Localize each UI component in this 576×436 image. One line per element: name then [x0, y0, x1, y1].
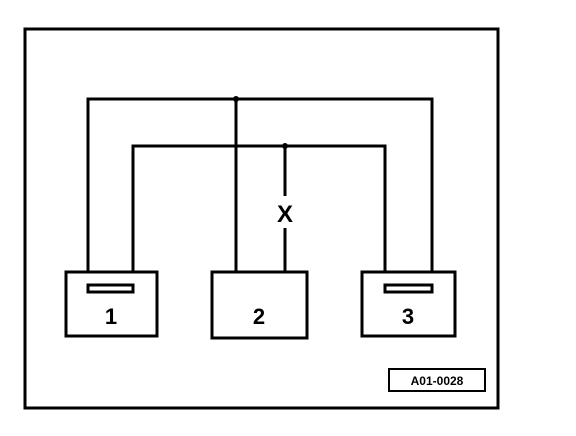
measurement-junction — [282, 143, 288, 149]
unit-1-label: 1 — [105, 304, 117, 329]
unit-3-label: 3 — [402, 304, 414, 329]
inner-wire — [131, 144, 387, 288]
unit-3-box — [360, 270, 457, 338]
unit-2-box — [210, 270, 309, 340]
measurement-label-x: X — [277, 201, 293, 228]
reference-code: A01-0028 — [411, 374, 464, 388]
reference-code-box — [388, 368, 486, 392]
unit-2-label: 2 — [253, 304, 265, 329]
outer-wire — [86, 97, 434, 288]
diagram-frame — [23, 27, 500, 410]
unit-1-box — [64, 270, 159, 338]
unit-3-connector — [383, 283, 434, 294]
unit-1-connector — [86, 283, 135, 294]
center-wire-junction — [233, 96, 239, 102]
